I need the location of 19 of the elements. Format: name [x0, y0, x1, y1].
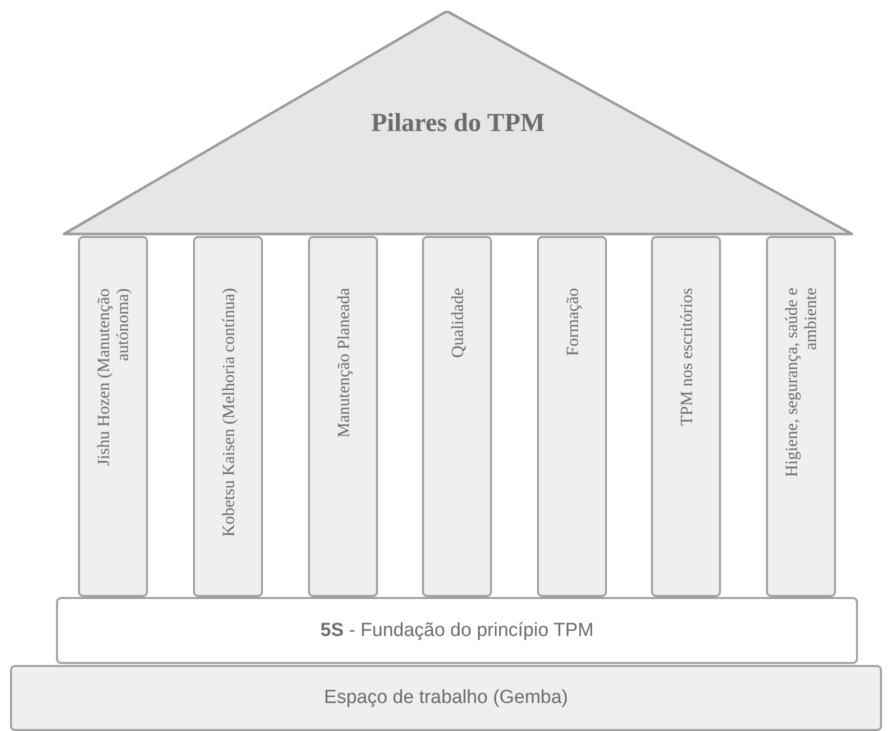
base-label: 5S - Fundação do princípio TPM [320, 620, 594, 642]
pillar-label: Jishu Hozen (Manutenção autónoma) [94, 288, 132, 468]
pillar [537, 236, 607, 597]
floor-base [10, 665, 882, 731]
pillar [422, 236, 492, 597]
pillar [78, 236, 148, 597]
roof-title: Pilares do TPM [370, 108, 546, 138]
pillar-label: Higiene, segurança, saúde e ambiente [782, 288, 820, 480]
pillar-label: Formação [562, 288, 582, 356]
pillar [651, 236, 721, 597]
pillar [308, 236, 378, 597]
pillar-label: Kobetsu Kaisen (Melhoria contínua) [218, 288, 238, 537]
foundation-step [56, 597, 858, 664]
pillar-label: Qualidade [448, 288, 466, 358]
pillar-label: TPM nos escritórios [676, 288, 696, 426]
pillar [193, 236, 263, 597]
pillar-label: Manutenção Planeada [334, 288, 352, 438]
base-label: Espaço de trabalho (Gemba) [324, 687, 568, 709]
pillar [766, 236, 836, 597]
